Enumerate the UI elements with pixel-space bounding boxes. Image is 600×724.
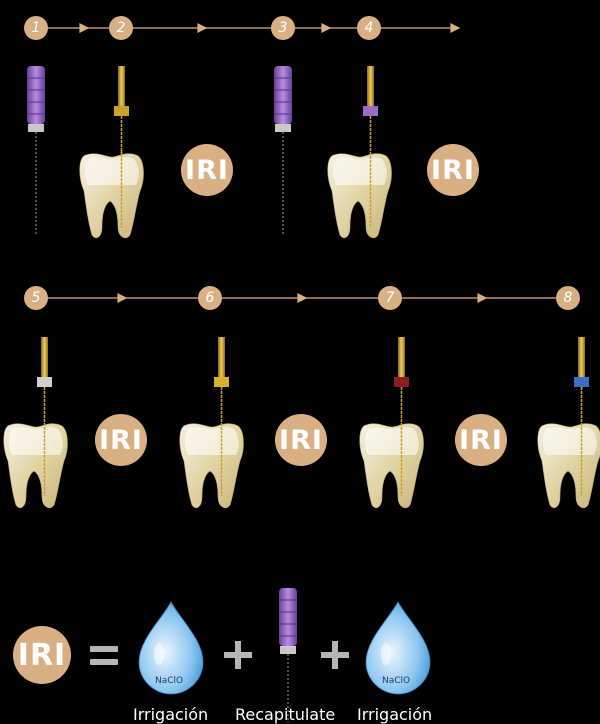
iri-badge: IRI (455, 414, 507, 466)
caption-irrigation-2: Irrigación (357, 705, 432, 724)
iri-badge: IRI (95, 414, 147, 466)
hand-file-legend (279, 588, 297, 723)
step-number-3: 3 (271, 16, 295, 40)
drop-label-2: NaClO (382, 676, 410, 686)
drop-label-1: NaClO (155, 676, 183, 686)
timeline-row-2 (48, 294, 560, 302)
arrow-icon (478, 294, 486, 302)
step-number-5: 5 (24, 286, 48, 310)
step-number-4: 4 (357, 16, 381, 40)
arrow-icon (298, 294, 306, 302)
tooth-4 (328, 154, 392, 238)
caption-recapitulate: Recapitulate (235, 705, 335, 724)
caption-irrigation-1: Irrigación (133, 705, 208, 724)
step-number-8: 8 (556, 286, 580, 310)
step-number-7: 7 (378, 286, 402, 310)
tooth-5 (4, 424, 68, 508)
tooth-6 (180, 424, 244, 508)
arrow-icon (118, 294, 126, 302)
step-number-6: 6 (198, 286, 222, 310)
iri-badge: IRI (181, 144, 233, 196)
tooth-8 (538, 424, 600, 508)
tooth-7 (360, 424, 424, 508)
equals-icon (90, 646, 118, 665)
hand-file-1 (27, 66, 45, 234)
tooth-2 (80, 154, 144, 238)
arrow-icon (80, 24, 88, 32)
step-number-1: 1 (24, 16, 48, 40)
arrow-icon (322, 24, 330, 32)
plus-icon (321, 641, 349, 669)
iri-badge: IRI (427, 144, 479, 196)
iri-badge: IRI (275, 414, 327, 466)
legend-iri-badge: IRI (13, 626, 71, 684)
plus-icon (224, 641, 252, 669)
hand-file-3 (274, 66, 292, 234)
arrow-icon (451, 24, 459, 32)
step-number-2: 2 (109, 16, 133, 40)
arrow-icon (198, 24, 206, 32)
rotary-file-4 (363, 66, 378, 116)
